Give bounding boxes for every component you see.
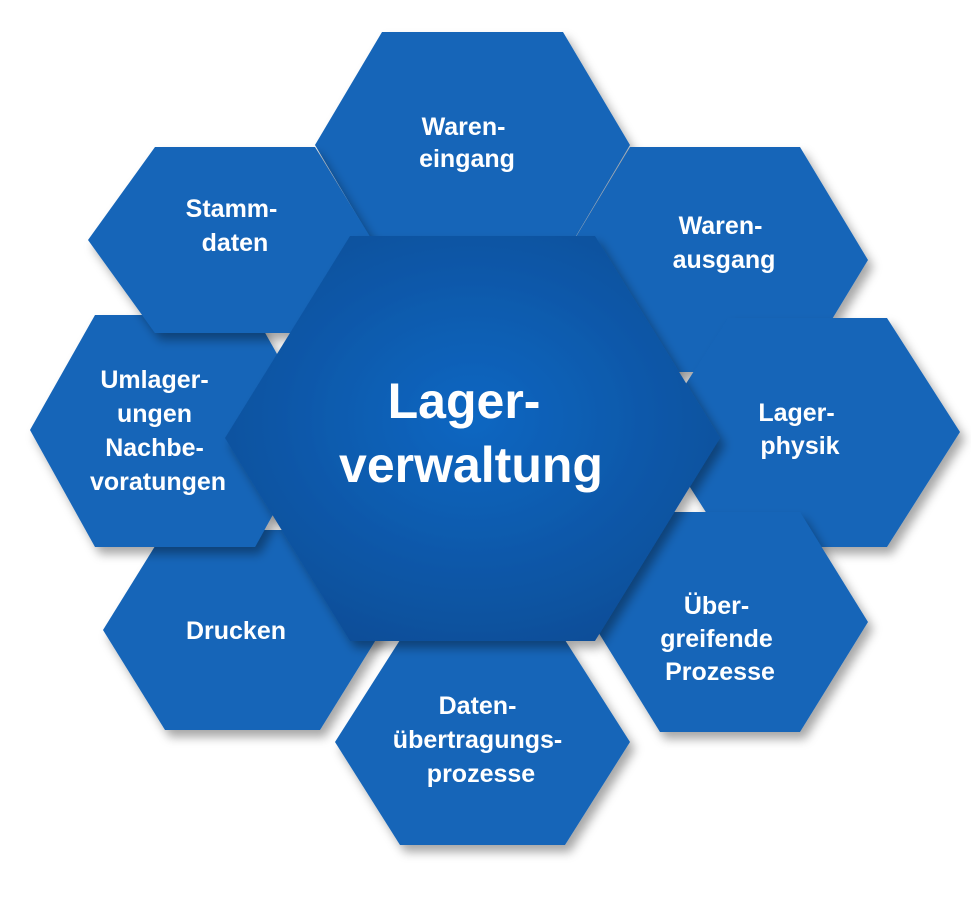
segment-drucken: Drucken (103, 530, 382, 730)
label-uebergreifende-prozesse: Über- greifende Prozesse (660, 591, 779, 686)
segment-datenuebertragungsprozesse: Daten- übertragungs- prozesse (335, 640, 630, 845)
label-lagerverwaltung: Lager- verwaltung (339, 373, 603, 493)
label-drucken: Drucken (186, 617, 286, 645)
hexagon-stammdaten (88, 147, 372, 333)
label-datenuebertragungsprozesse: Daten- übertragungs- prozesse (393, 692, 569, 788)
label-lagerphysik: Lager- physik (758, 399, 841, 460)
center-segment: Lager- verwaltung (225, 236, 720, 641)
hexagon-uebergreifende-prozesse (592, 512, 868, 732)
hexagon-wareneingang (315, 32, 630, 258)
hexagon-center (225, 236, 720, 641)
segment-wareneingang: Waren- eingang (315, 32, 630, 258)
label-stammdaten: Stamm- daten (186, 195, 285, 257)
segment-lagerphysik: Lager- physik (655, 318, 960, 547)
hexagon-lagerphysik (655, 318, 960, 547)
label-warenausgang: Waren- ausgang (673, 212, 776, 274)
hexagon-umlagerungen (30, 315, 320, 547)
label-umlagerungen: Umlager- ungen Nachbe- voratungen (90, 366, 226, 496)
label-wareneingang: Waren- eingang (419, 113, 515, 173)
segment-stammdaten: Stamm- daten (88, 147, 372, 333)
segment-uebergreifende-prozesse: Über- greifende Prozesse (592, 512, 868, 732)
segment-umlagerungen: Umlager- ungen Nachbe- voratungen (30, 315, 320, 547)
hexagon-drucken (103, 530, 382, 730)
hexagon-datenuebertragungsprozesse (335, 640, 630, 845)
